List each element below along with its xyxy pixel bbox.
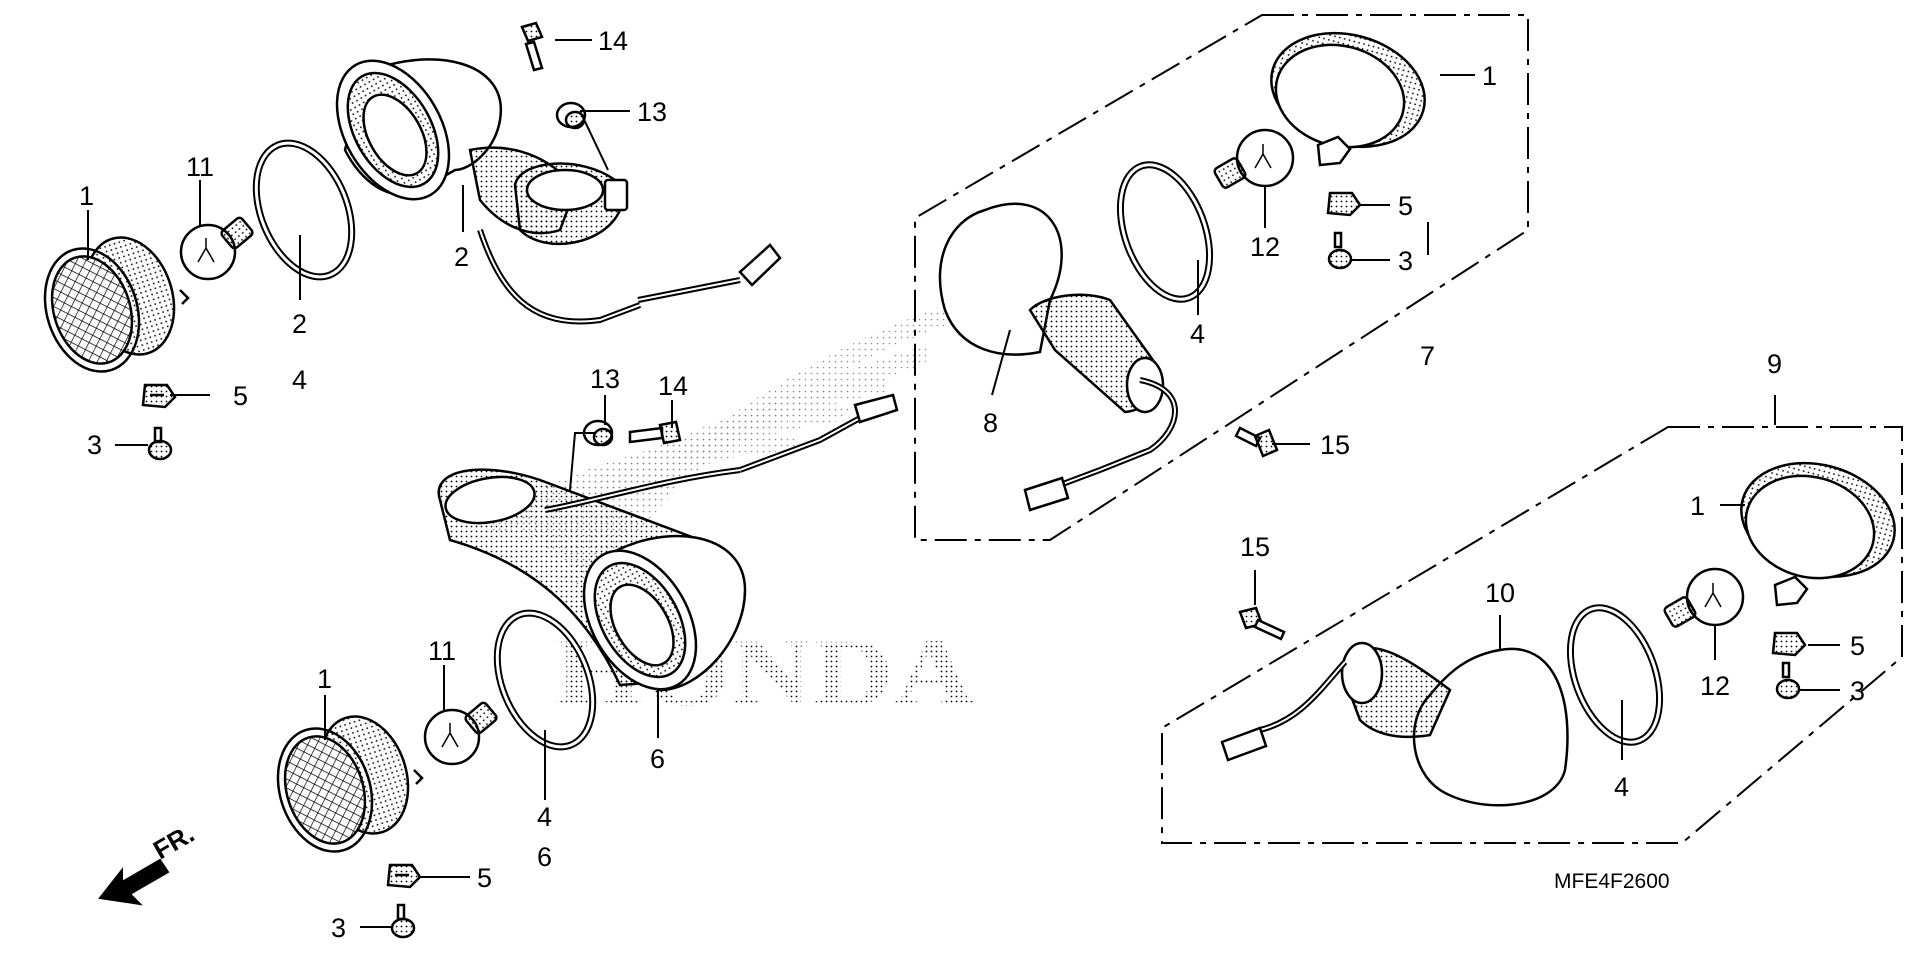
lens-1-lower-left [276, 715, 424, 853]
ring-lower-left [493, 609, 597, 751]
ring-box-7 [1116, 161, 1214, 303]
callout-15-lower: 15 [1240, 532, 1270, 562]
callout-1-box-9: 1 [1690, 491, 1705, 521]
lens-1-upper-left [43, 236, 190, 373]
callout-5-upper-left: 5 [233, 381, 248, 411]
screw-3-upper-left [147, 426, 173, 461]
callout-6-housing: 6 [650, 744, 665, 774]
callout-11-upper: 11 [186, 152, 214, 182]
lens-1-box-9 [1740, 461, 1896, 607]
clip-5-box-9 [1771, 631, 1807, 657]
clip-5-upper-left [141, 383, 177, 409]
housing-10 [1220, 641, 1569, 807]
callout-7-assembly: 7 [1420, 341, 1435, 371]
callout-3-box-7: 3 [1398, 246, 1413, 276]
ring-upper-left [252, 139, 356, 281]
screw-3-lower-left [390, 903, 416, 939]
ring-box-9 [1566, 604, 1664, 746]
callout-1-upper-left: 1 [79, 181, 94, 211]
screw-3-box-7 [1327, 231, 1353, 270]
screw-14-upper [520, 21, 544, 72]
nut-13-lower [582, 419, 614, 447]
clip-5-box-7 [1326, 191, 1362, 217]
bulb-11-upper [179, 216, 254, 281]
callout-11-lower: 11 [428, 636, 456, 666]
callout-4-ring-lower: 4 [537, 802, 552, 832]
callout-8-housing: 8 [983, 408, 998, 438]
bulb-11-lower [423, 701, 498, 766]
front-arrow-label: FR. [148, 818, 199, 865]
callout-12-upper: 12 [1250, 232, 1280, 262]
housing-2-upper [335, 58, 782, 325]
callout-3-upper-left: 3 [87, 430, 102, 460]
callout-15-upper: 15 [1320, 430, 1350, 460]
bulb-12-upper [1213, 128, 1295, 189]
callout-13-upper: 13 [637, 97, 667, 127]
clip-5-lower-left [386, 863, 422, 889]
callout-13-lower: 13 [590, 364, 620, 394]
callout-14-upper: 14 [598, 26, 628, 56]
housing-8 [938, 202, 1178, 512]
callout-1-box-7: 1 [1482, 61, 1497, 91]
callout-10-housing: 10 [1485, 578, 1515, 608]
callout-12-lower: 12 [1700, 671, 1730, 701]
front-arrow: FR. [98, 818, 199, 906]
screw-3-box-9 [1775, 661, 1801, 700]
callout-2-ring: 2 [292, 309, 307, 339]
callout-1-lower-left: 1 [317, 664, 332, 694]
callout-6-ring: 6 [537, 842, 552, 872]
callout-4-ring-upper: 4 [292, 365, 307, 395]
diagram-code: MFE4F2600 [1554, 870, 1670, 893]
callout-5-box-9: 5 [1850, 631, 1865, 661]
callout-3-box-9: 3 [1850, 676, 1865, 706]
callout-9-assembly: 9 [1767, 349, 1782, 379]
callout-4-box-9: 4 [1614, 772, 1629, 802]
screw-14-lower [628, 420, 682, 445]
housing-6-lower [437, 393, 899, 692]
nut-13-upper [555, 101, 587, 130]
callout-14-lower: 14 [658, 371, 688, 401]
callout-5-box-7: 5 [1398, 191, 1413, 221]
callout-5-lower-left: 5 [477, 863, 492, 893]
callout-3-lower-left: 3 [331, 913, 346, 943]
screw-15-upper [1234, 426, 1279, 458]
callout-2-housing: 2 [454, 242, 469, 272]
lens-1-box-7 [1270, 31, 1426, 167]
leader-lines [87, 39, 1840, 928]
assembly-box-7 [914, 14, 1529, 541]
assembly-box-9 [1161, 426, 1903, 844]
bulb-12-lower [1663, 567, 1745, 628]
screw-15-lower [1238, 606, 1286, 641]
callout-labels: 14 13 1 11 2 2 4 5 3 13 14 11 1 6 4 6 5 … [79, 26, 1865, 943]
callout-4-box-7: 4 [1190, 319, 1205, 349]
